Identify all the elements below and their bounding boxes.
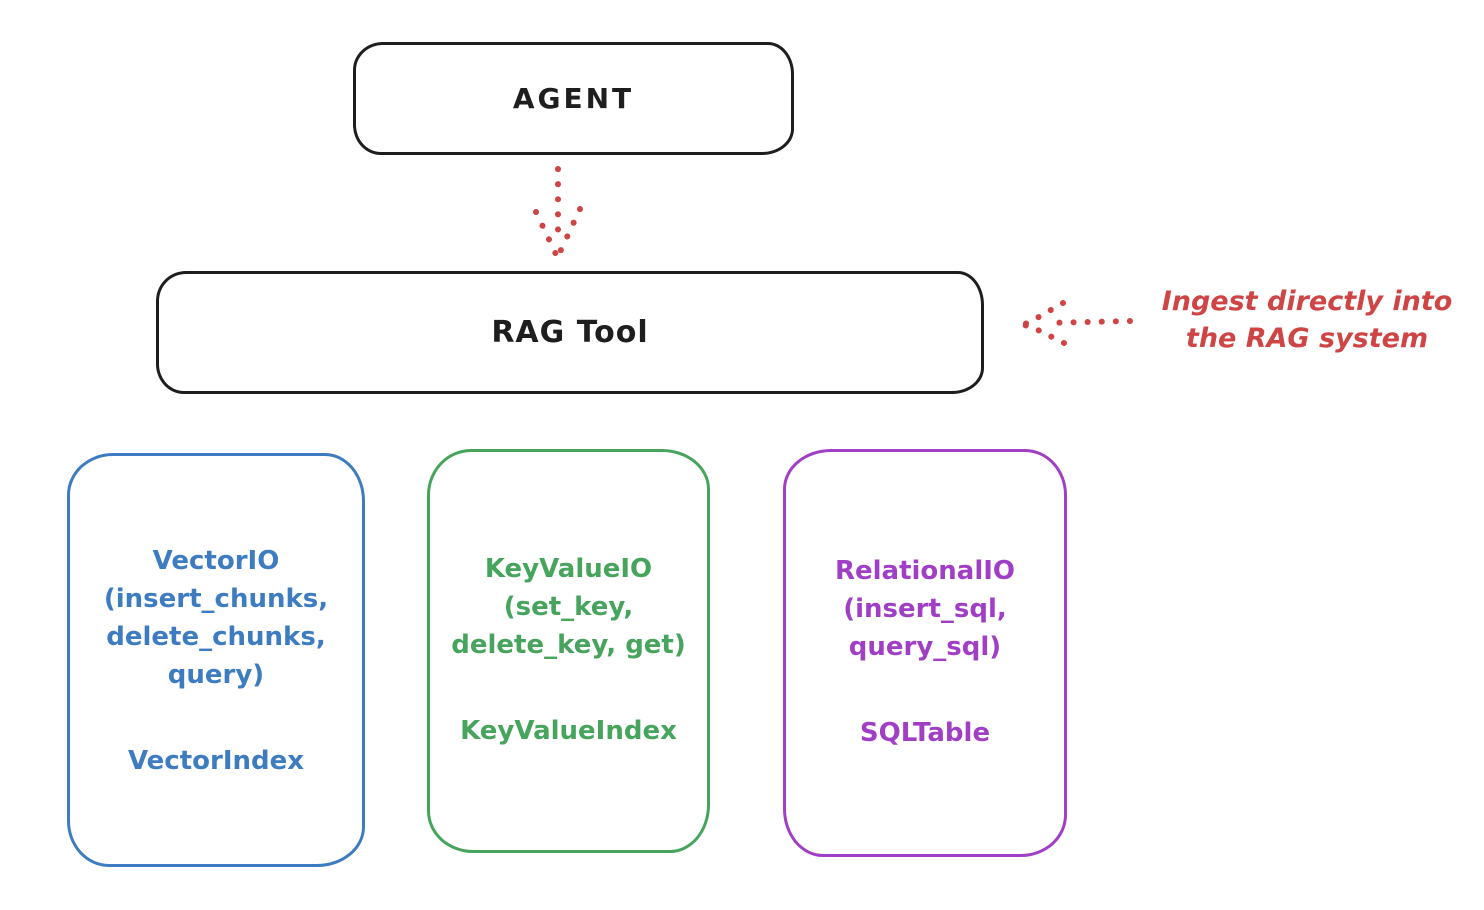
relational-io-line: RelationalIO: [834, 556, 1016, 586]
ingest-annotation-line: the RAG system: [1185, 323, 1429, 354]
relational-io-line: (insert_sql,: [843, 594, 1007, 624]
sql-table-label: SQLTable: [859, 718, 991, 748]
rag-tool-node-label: RAG Tool: [491, 315, 649, 350]
ingest-annotation: Ingest directly into the RAG system: [1133, 283, 1481, 357]
keyvalue-io-line: delete_key, get): [451, 630, 686, 660]
keyvalue-io-box: KeyValueIO (set_key, delete_key, get) Ke…: [427, 449, 710, 853]
relational-io-line: query_sql): [848, 632, 1002, 662]
vector-io-box: VectorIO (insert_chunks, delete_chunks, …: [67, 453, 365, 867]
relational-io-box: RelationalIO (insert_sql, query_sql) SQL…: [783, 449, 1067, 857]
keyvalue-io-line: KeyValueIO: [484, 554, 653, 584]
vector-io-line: (insert_chunks,: [103, 584, 329, 614]
vector-io-line: VectorIO: [152, 546, 280, 576]
annotation-to-rag-tool-arrow: [1019, 300, 1133, 346]
keyvalue-io-line: (set_key,: [503, 592, 634, 622]
vector-index-label: VectorIndex: [127, 746, 305, 776]
keyvalue-index-label: KeyValueIndex: [460, 716, 677, 746]
agent-node: AGENT: [353, 42, 794, 155]
rag-tool-node: RAG Tool: [156, 271, 984, 394]
ingest-annotation-line: Ingest directly into: [1161, 286, 1453, 317]
vector-io-line: query): [167, 660, 265, 690]
vector-io-line: delete_chunks,: [106, 622, 326, 652]
agent-to-rag-tool-arrow: [533, 166, 583, 264]
agent-node-label: AGENT: [512, 82, 635, 115]
